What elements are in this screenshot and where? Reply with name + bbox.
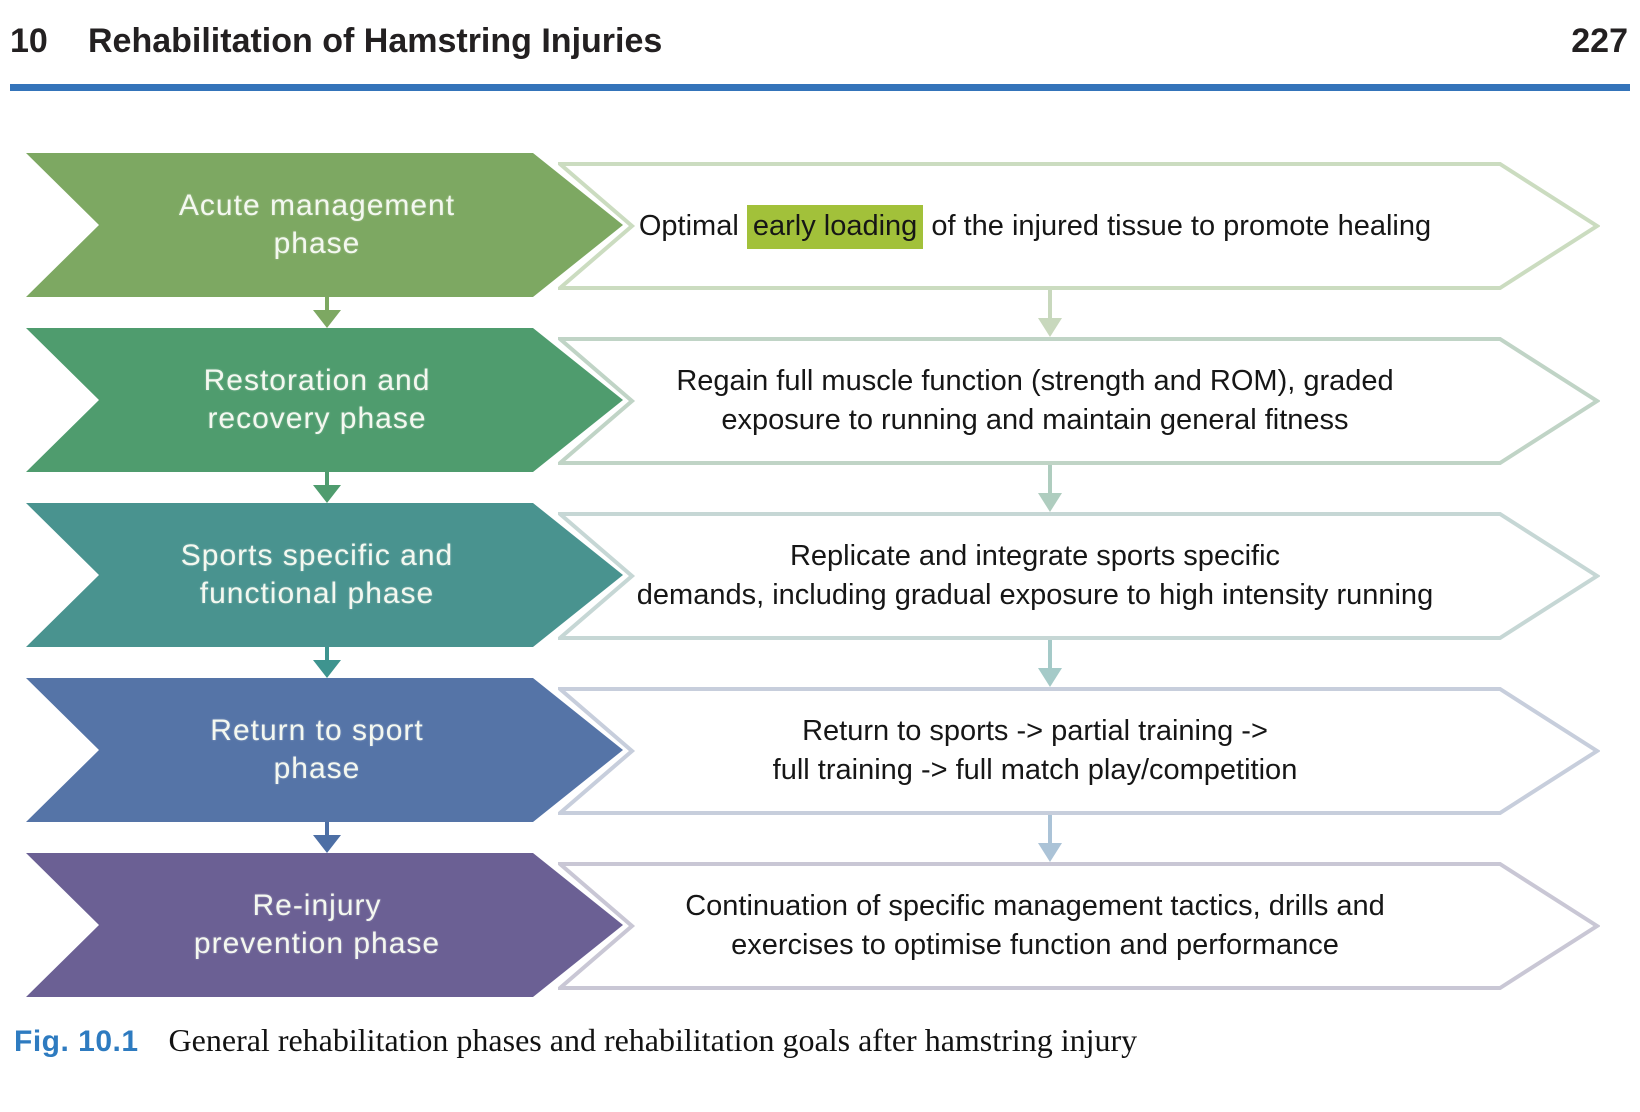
phase-name-line1: Acute management [178, 189, 456, 222]
phase-row-return-to-sport: Return to sport phase Return to sports -… [0, 678, 1640, 822]
goal-text: Return to sports -> partial training -> … [560, 687, 1510, 815]
phase-row-restoration-recovery: Restoration and recovery phase Regain fu… [0, 328, 1640, 472]
figure-caption-label: Fig. 10.1 [14, 1025, 139, 1058]
goal-arrow-outline [558, 862, 1600, 990]
phase-name-line2: recovery phase [207, 402, 427, 435]
chapter-number: 10 [10, 22, 48, 60]
phase-name-line2: phase [273, 227, 361, 260]
goal-arrow-outline [558, 512, 1600, 640]
phase-name: Acute management phase [26, 153, 623, 297]
goal-text-line2: exposure to running and maintain general… [721, 404, 1349, 436]
page-number: 227 [1571, 22, 1628, 60]
goal-text-line1: Return to sports -> partial training -> [802, 715, 1268, 747]
goal-text: Regain full muscle function (strength an… [560, 337, 1510, 465]
connector-stem [1048, 465, 1052, 494]
running-header: 10 Rehabilitation of Hamstring Injuries … [0, 22, 1640, 68]
phase-name-line2: functional phase [199, 577, 435, 610]
phase-row-sports-specific: Sports specific and functional phase Rep… [0, 503, 1640, 647]
connector-stem [325, 647, 329, 661]
phase-name-line1: Re-injury [252, 889, 382, 922]
header-rule [10, 84, 1630, 91]
down-arrow-icon [313, 485, 341, 503]
connector-stem [1048, 290, 1052, 319]
phase-name-line1: Restoration and [203, 364, 431, 397]
phase-name-line1: Sports specific and [180, 539, 454, 572]
goal-text-prefix: Optimal [638, 209, 747, 242]
goal-text: Replicate and integrate sports specific … [560, 512, 1510, 640]
down-arrow-icon [313, 835, 341, 853]
down-arrow-icon [313, 310, 341, 328]
phase-row-reinjury-prevention: Re-injury prevention phase Continuation … [0, 853, 1640, 997]
goal-text-line2: full training -> full match play/competi… [772, 754, 1298, 786]
goal-arrow-shape [558, 687, 1600, 815]
goal-arrow-outline [558, 162, 1600, 290]
down-arrow-icon [1038, 843, 1062, 862]
goal-text-line1: Replicate and integrate sports specific [789, 540, 1281, 572]
connector-stem [1048, 815, 1052, 844]
goal-text-line1: Regain full muscle function (strength an… [676, 365, 1394, 397]
goal-text: Optimal early loading of the injured tis… [560, 162, 1510, 290]
goal-arrow-shape [558, 862, 1600, 990]
phase-arrow-shape [26, 503, 623, 647]
phase-name: Restoration and recovery phase [26, 328, 623, 472]
connector-stem [325, 297, 329, 311]
phase-name-line2: phase [273, 752, 361, 785]
goal-text-line1: Continuation of specific management tact… [685, 890, 1385, 922]
down-arrow-icon [1038, 668, 1062, 687]
phase-name: Re-injury prevention phase [26, 853, 623, 997]
goal-arrow-shape [558, 337, 1600, 465]
phase-arrow-shape [26, 153, 623, 297]
connector-stem [325, 472, 329, 486]
down-arrow-icon [313, 660, 341, 678]
down-arrow-icon [1038, 493, 1062, 512]
chapter-title: Rehabilitation of Hamstring Injuries [88, 22, 663, 60]
goal-arrow-shape [558, 512, 1600, 640]
goal-text: Continuation of specific management tact… [560, 862, 1510, 990]
goal-arrow-outline [558, 687, 1600, 815]
goal-text-line2: exercises to optimise function and perfo… [731, 929, 1339, 961]
goal-text-highlight: early loading [746, 204, 924, 249]
phase-arrow-shape [26, 328, 623, 472]
phase-arrow-shape [26, 678, 623, 822]
phase-name: Sports specific and functional phase [26, 503, 623, 647]
phase-arrow-shape [26, 853, 623, 997]
goal-arrow-shape [558, 162, 1600, 290]
down-arrow-icon [1038, 318, 1062, 337]
phase-row-acute-management: Acute management phase Optimal early loa… [0, 153, 1640, 297]
figure-caption: Fig. 10.1 General rehabilitation phases … [14, 1022, 1137, 1059]
connector-stem [325, 822, 329, 836]
goal-text-suffix: of the injured tissue to promote healing [923, 209, 1432, 242]
goal-arrow-outline [558, 337, 1600, 465]
phase-name: Return to sport phase [26, 678, 623, 822]
phase-name-line1: Return to sport [210, 714, 424, 747]
phase-name-line2: prevention phase [193, 927, 441, 960]
figure-caption-text: General rehabilitation phases and rehabi… [168, 1022, 1138, 1058]
connector-stem [1048, 640, 1052, 669]
goal-text-line2: demands, including gradual exposure to h… [636, 579, 1434, 611]
